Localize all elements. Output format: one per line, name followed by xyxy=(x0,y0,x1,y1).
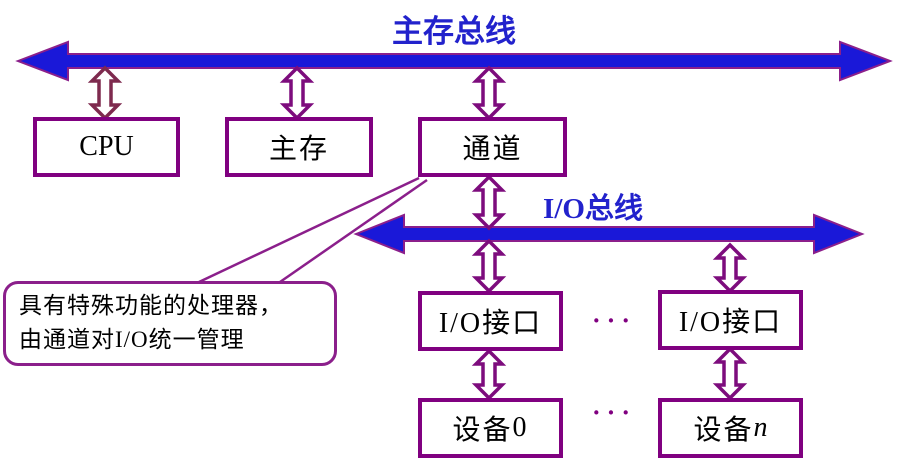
io-interface-left-label: I/O接口 xyxy=(438,308,543,339)
io-bus-label: I/O总线 xyxy=(543,193,643,225)
iobus-interface-right-arrow-icon xyxy=(712,242,748,294)
io-interface-right-label: I/O接口 xyxy=(678,307,783,338)
channel-annotation-callout: 具有特殊功能的处理器， 由通道对I/O统一管理 xyxy=(3,281,337,366)
channel-box: 通道 xyxy=(418,117,567,177)
ellipsis-devices: ··· xyxy=(592,398,637,427)
callout-pointer-line-1 xyxy=(198,176,420,284)
callout-pointer-line-2 xyxy=(279,178,428,284)
device-n-suffix: n xyxy=(753,412,768,443)
device-0-suffix: 0 xyxy=(512,412,529,443)
interface-device-right-arrow-icon xyxy=(712,346,748,401)
channel-box-label: 通道 xyxy=(462,134,523,165)
device-0-label: 设备 xyxy=(452,415,513,446)
main-bus-label: 主存总线 xyxy=(392,14,516,49)
cpu-box-label: CPU xyxy=(79,131,134,162)
cpu-bus-arrow-icon xyxy=(87,65,123,121)
interface-device-left-arrow-icon xyxy=(471,348,507,401)
channel-mainbus-arrow-icon xyxy=(471,65,507,121)
io-bus-arrow xyxy=(353,213,865,255)
io-interface-box-right: I/O接口 xyxy=(658,290,803,350)
main-memory-box-label: 主存 xyxy=(268,134,329,165)
iobus-interface-left-arrow-icon xyxy=(471,238,507,294)
channel-iobus-arrow-icon xyxy=(471,174,507,231)
ellipsis-interfaces: ··· xyxy=(592,306,637,335)
memory-bus-arrow-icon xyxy=(279,65,315,121)
callout-line-1: 具有特殊功能的处理器， xyxy=(19,293,283,318)
device-n-label: 设备 xyxy=(693,415,754,446)
io-interface-box-left: I/O接口 xyxy=(418,291,563,351)
cpu-box: CPU xyxy=(33,117,180,177)
callout-line-2: 由通道对I/O统一管理 xyxy=(19,327,245,352)
main-memory-box: 主存 xyxy=(225,117,373,177)
main-bus-arrow xyxy=(15,40,893,82)
